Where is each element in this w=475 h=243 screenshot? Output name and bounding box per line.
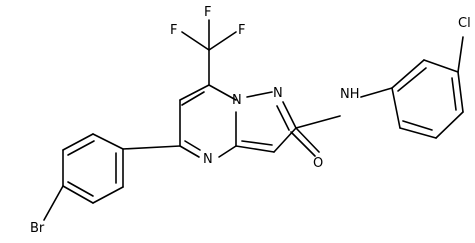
atom-label-nitrogen-pyrazole: N [273, 86, 283, 101]
molecule-svg: F F F N N N NH O Cl Br [30, 5, 471, 236]
atom-label-bromine: Br [30, 221, 45, 236]
atom-label-nitrogen-bridge: N [232, 93, 242, 108]
atom-label-fluorine-top: F [204, 5, 211, 20]
bond-lines [43, 19, 464, 221]
atom-label-fluorine-right: F [238, 23, 245, 38]
atom-label-oxygen: O [313, 156, 323, 171]
atom-label-fluorine-left: F [170, 23, 177, 38]
molecule-diagram: F F F N N N NH O Cl Br [30, 5, 471, 236]
atom-label-amide-nh: NH [340, 87, 360, 102]
atom-label-nitrogen-pyrimidine: N [203, 152, 213, 167]
atom-label-chlorine: Cl [458, 16, 471, 31]
